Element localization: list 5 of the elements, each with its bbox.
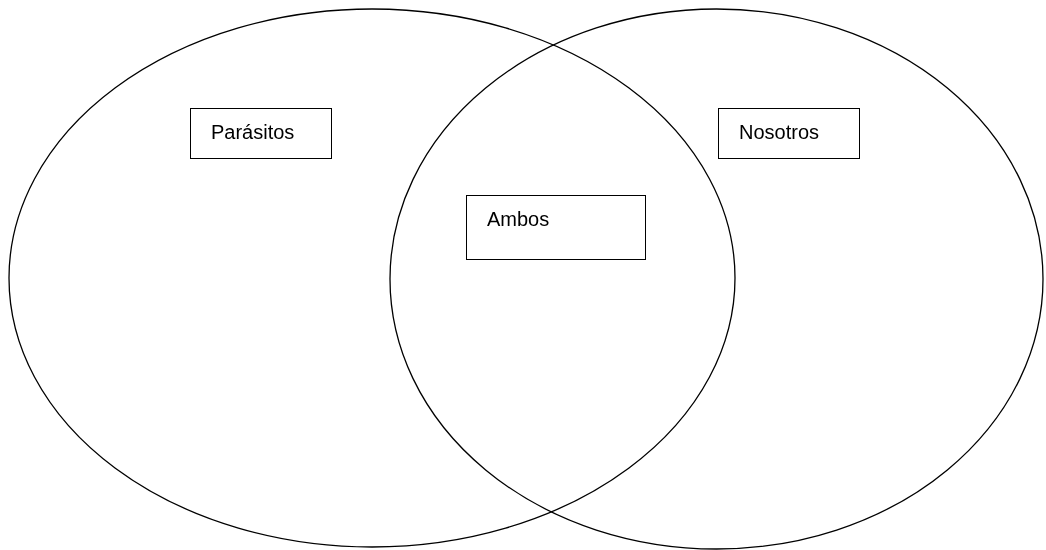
- set-ellipse: [389, 8, 1044, 550]
- label-box: Nosotros: [718, 108, 860, 159]
- label-box: Ambos: [466, 195, 646, 260]
- label-box: Parásitos: [190, 108, 332, 159]
- set-ellipse: [8, 8, 736, 548]
